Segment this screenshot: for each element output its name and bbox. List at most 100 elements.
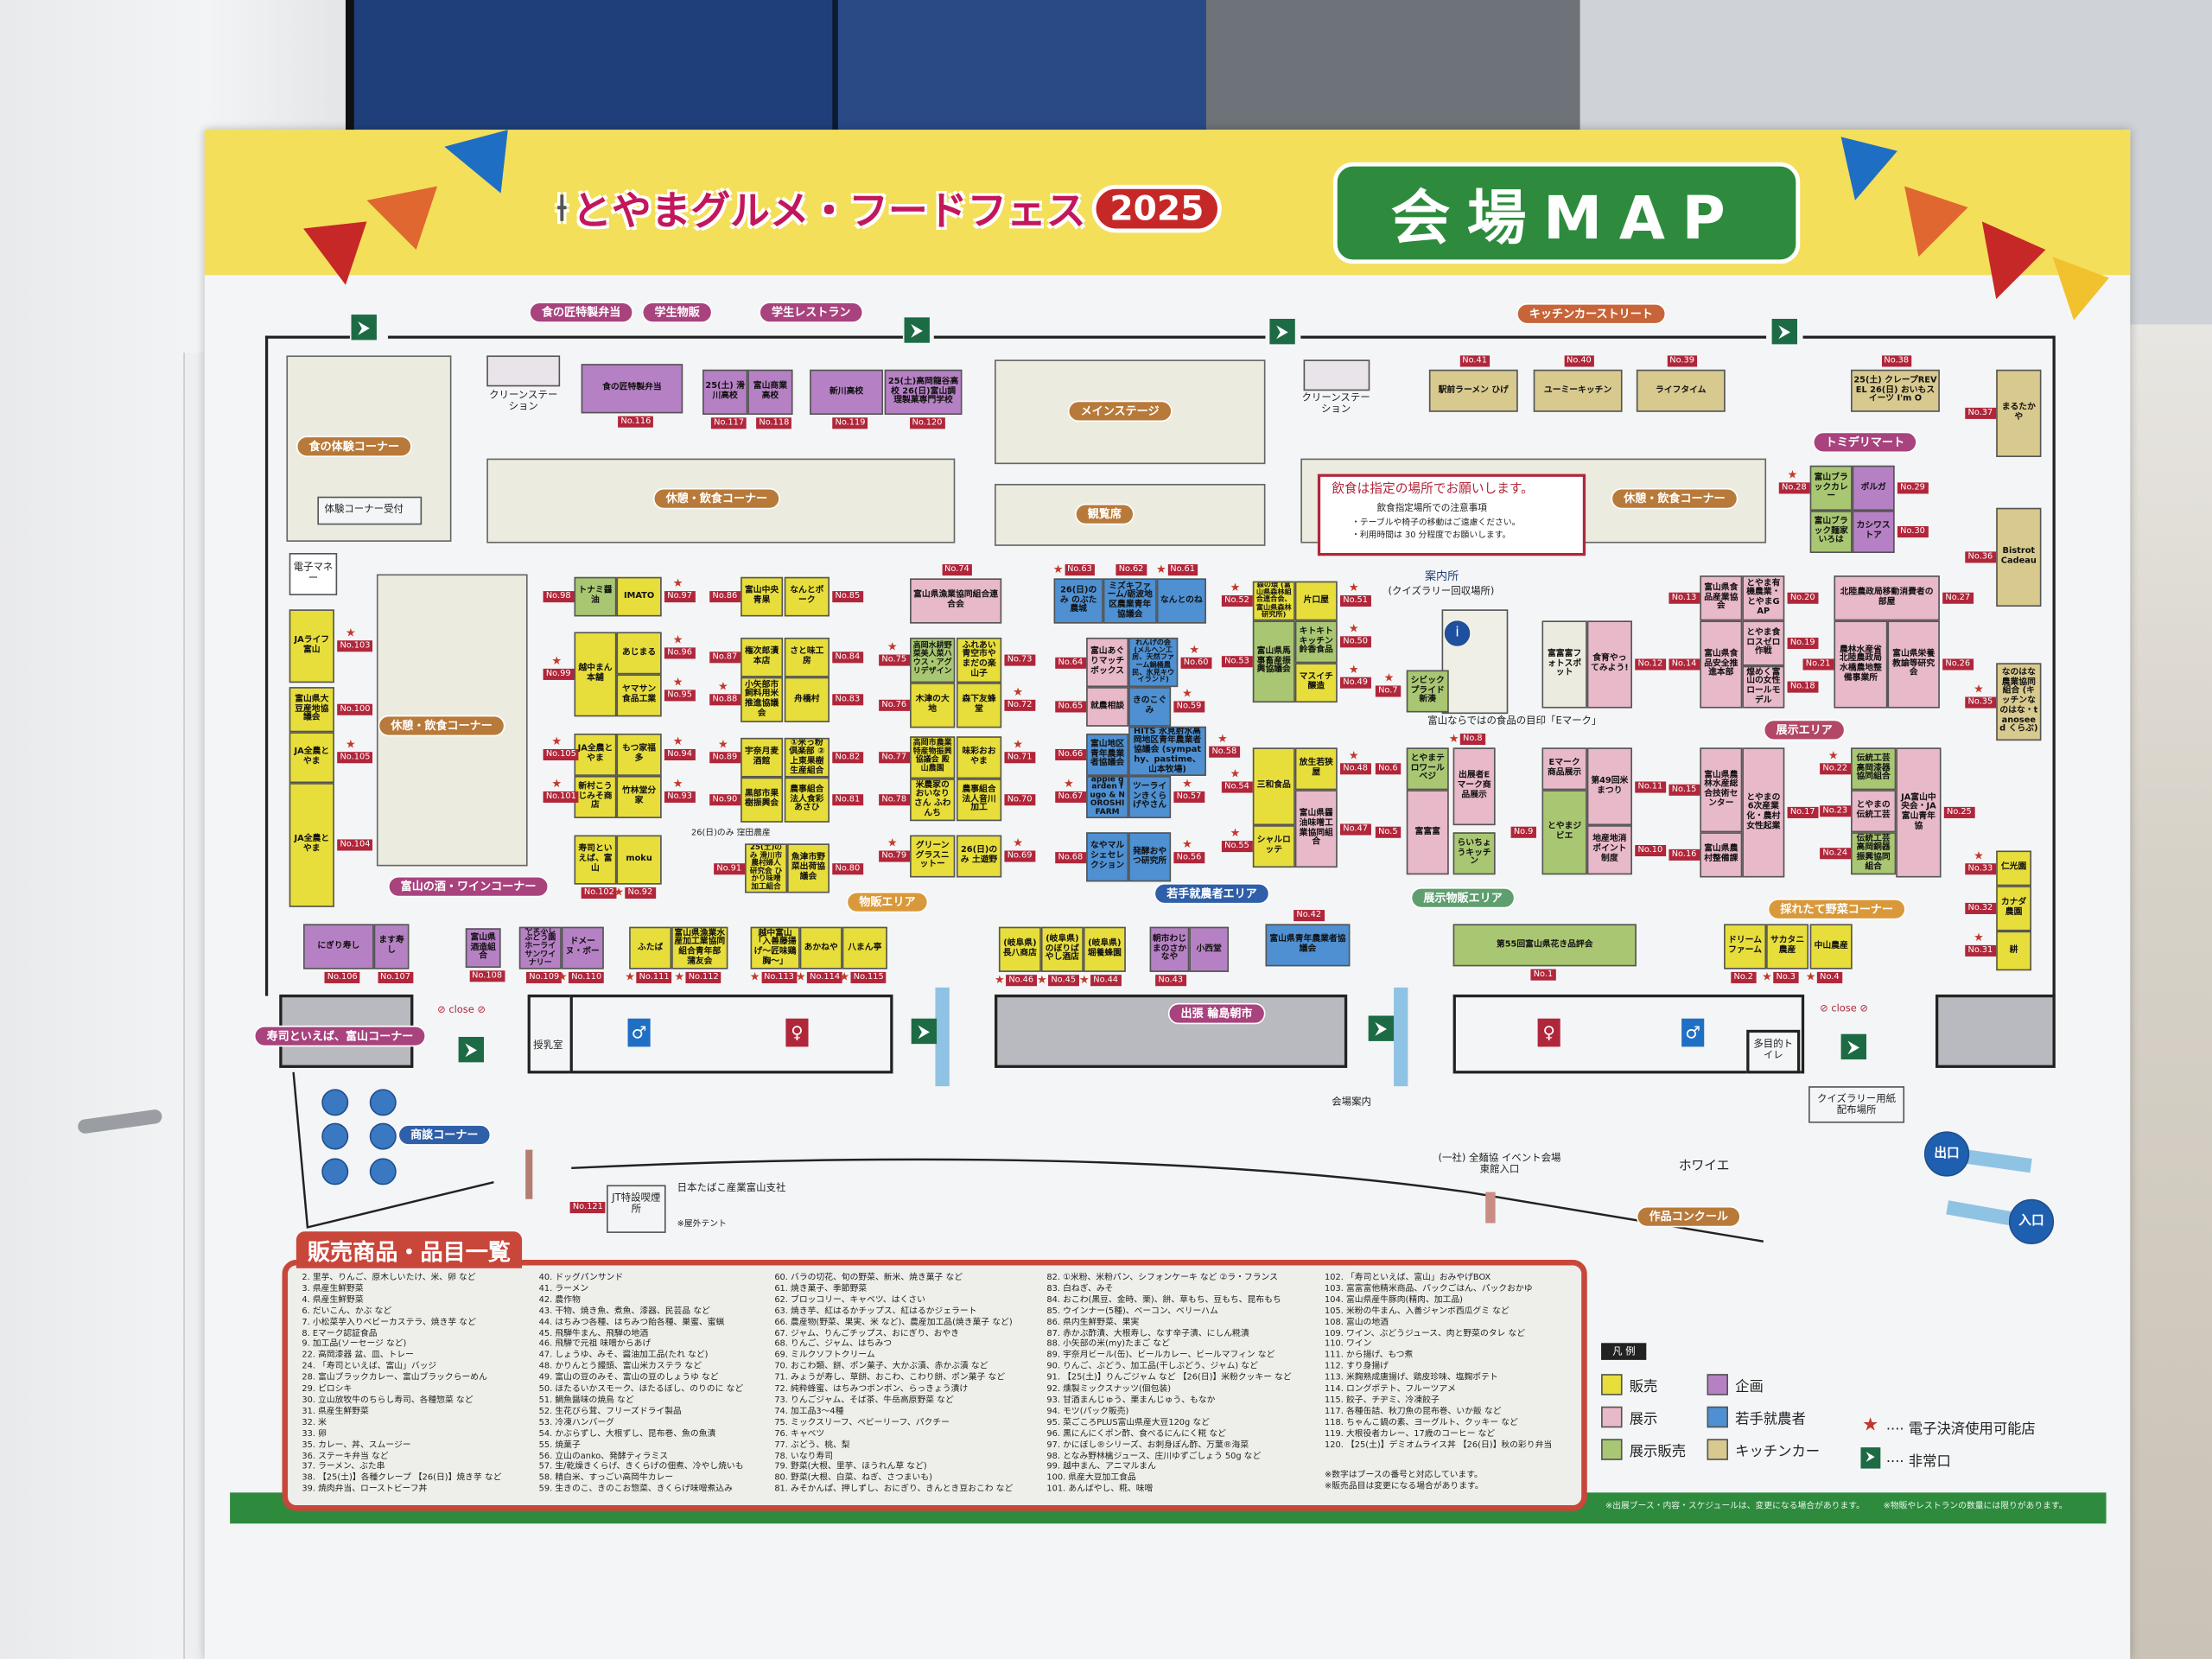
- booth[interactable]: 富山県栄養教諭等研究会: [1887, 620, 1940, 709]
- booth[interactable]: ライフタイム: [1636, 369, 1726, 412]
- booth[interactable]: 富山県農村整備課: [1700, 832, 1743, 878]
- booth[interactable]: 宇奈月麦酒館: [741, 737, 784, 778]
- booth[interactable]: JA全農とやま: [289, 783, 334, 907]
- booth[interactable]: 農事組合法人食彩あさひ: [784, 777, 830, 823]
- booth[interactable]: グリーングラスニットー: [910, 835, 956, 878]
- booth[interactable]: まるたかや: [1996, 369, 2042, 457]
- booth[interactable]: 米農家のおいなりさん ふわんち: [910, 779, 956, 822]
- booth[interactable]: JA富山中央会・JA富山青年協: [1896, 747, 1942, 878]
- booth[interactable]: 中山農産: [1809, 924, 1853, 969]
- booth[interactable]: 小西堂: [1189, 926, 1230, 972]
- booth[interactable]: 駅前ラーメン ひげ: [1428, 369, 1518, 412]
- booth[interactable]: らいちょうキッチン: [1452, 832, 1496, 875]
- booth[interactable]: (岐阜県) 堀養蜂園: [1083, 926, 1126, 972]
- booth[interactable]: 25(土) 滑川高校: [702, 369, 748, 415]
- booth[interactable]: 木津の大地: [910, 683, 956, 728]
- booth[interactable]: 高岡市農業特産物振興協議会 殿山農園: [910, 736, 956, 779]
- booth[interactable]: 第55回富山県花き品評会: [1452, 924, 1637, 967]
- booth[interactable]: ドリームファーム: [1724, 924, 1767, 969]
- booth[interactable]: 朝市わじまのさかなや: [1149, 926, 1190, 972]
- booth[interactable]: 富山ブラック麺家いろは: [1809, 511, 1853, 553]
- booth[interactable]: とやまの伝統工芸: [1851, 790, 1897, 833]
- booth[interactable]: 越中まん本舗: [574, 632, 617, 717]
- booth[interactable]: 権次郎漬本店: [741, 637, 784, 677]
- booth[interactable]: 富山県青年農業者協議会: [1265, 924, 1351, 967]
- booth[interactable]: 富山県醤油味噌工業協同組合: [1294, 790, 1338, 868]
- booth[interactable]: 黒部市果樹振興会: [741, 777, 784, 823]
- booth[interactable]: IMATO: [616, 576, 662, 617]
- booth[interactable]: 富富富: [1406, 790, 1449, 875]
- booth[interactable]: 富山県漁業水産加工業協同組合青年部 蒲友会: [671, 926, 728, 969]
- booth[interactable]: ヤマサン食品工業: [616, 674, 662, 717]
- booth[interactable]: 富山あぐりマッチボックス: [1086, 637, 1129, 688]
- booth[interactable]: 富富富フォトスポット: [1541, 620, 1587, 709]
- booth[interactable]: 片口屋: [1294, 581, 1338, 621]
- booth[interactable]: apple garden fugo & NOROSHI FARM: [1086, 775, 1129, 818]
- booth[interactable]: とやま食ロスゼロ作戦: [1742, 620, 1785, 666]
- booth[interactable]: とやまテロワールベジ: [1406, 747, 1449, 791]
- booth[interactable]: 25(土)のみ 滑川市農村婦人研究会 ひかり味噌加工組合: [745, 843, 788, 893]
- booth[interactable]: 三和食品: [1252, 747, 1295, 826]
- booth[interactable]: 竹林堂分家: [616, 775, 662, 818]
- booth[interactable]: ミズキファーム/砺波地区農業青年協議会: [1103, 578, 1157, 624]
- booth[interactable]: カシワストア: [1852, 511, 1895, 553]
- booth[interactable]: 八まん亭: [842, 926, 887, 969]
- booth[interactable]: あかねや: [799, 926, 842, 969]
- booth[interactable]: 煌めく富山の女性ロールモデル: [1742, 665, 1785, 709]
- booth[interactable]: キトキトキッチン鈴香食品: [1294, 620, 1338, 664]
- booth[interactable]: やまふじぶどう園ホーライサンワイナリー: [518, 926, 562, 969]
- booth[interactable]: 農林水産省北陸農政局水橋農地整備事業所: [1834, 620, 1888, 709]
- booth[interactable]: (岐阜県) 長八商店: [998, 926, 1041, 972]
- booth[interactable]: JA全農とやま: [574, 733, 617, 776]
- booth[interactable]: 富山県食品産業協会: [1700, 575, 1743, 621]
- booth[interactable]: ポルガ: [1852, 465, 1895, 512]
- booth[interactable]: moku: [616, 835, 662, 885]
- booth[interactable]: 富山商業高校: [747, 369, 793, 415]
- booth[interactable]: 富山県漁業協同組合連合会: [910, 578, 1002, 624]
- booth[interactable]: 富山県酒造組合: [465, 928, 501, 968]
- booth[interactable]: なやマルシェセレクション: [1086, 832, 1129, 882]
- booth[interactable]: (岐阜県) のぼりばやし酒店: [1040, 926, 1084, 972]
- booth[interactable]: 出展者Eマーク商品展示: [1452, 747, 1496, 826]
- booth[interactable]: 富山中央青果: [741, 576, 784, 617]
- booth[interactable]: サカタニ農産: [1766, 924, 1809, 969]
- booth[interactable]: Eマーク商品展示: [1541, 747, 1587, 791]
- booth[interactable]: ます寿し: [373, 924, 410, 969]
- booth[interactable]: 食育やってみよう!: [1586, 620, 1632, 709]
- booth[interactable]: ユーミーキッチン: [1533, 369, 1623, 412]
- booth[interactable]: さと味工房: [784, 637, 830, 677]
- booth[interactable]: ふれあい青空市やまだの楽山子: [956, 637, 1002, 683]
- booth[interactable]: 地産地消ポイント制度: [1586, 825, 1632, 875]
- booth[interactable]: 小矢部市飼料用米推進協議会: [741, 677, 784, 722]
- booth[interactable]: 高岡水耕野菜美人菜ハウス・アグリデザイン: [910, 637, 956, 683]
- booth[interactable]: 耕: [1996, 931, 2032, 971]
- booth[interactable]: 味彩おおやま: [956, 736, 1002, 779]
- booth[interactable]: JA全農とやま: [289, 732, 334, 784]
- booth[interactable]: ツーラインきくらげやさん: [1128, 775, 1172, 818]
- booth[interactable]: もつ家福多: [616, 733, 662, 776]
- booth[interactable]: 森の環 (富山県森林組合連合会、富山県森林研究所): [1252, 581, 1295, 621]
- booth[interactable]: とやまの6次産業化・農村女性起業: [1742, 747, 1785, 878]
- booth[interactable]: なんとポーク: [784, 576, 830, 617]
- booth[interactable]: とやま有機農業・とやまGAP: [1742, 575, 1785, 621]
- booth[interactable]: とやまジビエ: [1541, 790, 1587, 875]
- booth[interactable]: 第49回米まつり: [1586, 747, 1632, 826]
- booth[interactable]: 富山県馬事畜産振興協議会: [1252, 620, 1295, 703]
- booth[interactable]: 富山地区青年農業者協議会: [1086, 733, 1129, 776]
- booth[interactable]: 25(土) クレープREVEL 26(日) おいもスイーツ I'm O: [1851, 369, 1940, 412]
- booth[interactable]: 北陸農政局移動消費者の部屋: [1834, 575, 1940, 621]
- booth[interactable]: 発酵おやつ研究所: [1128, 832, 1172, 882]
- booth[interactable]: あじまる: [616, 632, 662, 675]
- booth[interactable]: なのはな農業協同組合 (キッチンなのはな・tanoseed くらぶ): [1996, 663, 2042, 741]
- booth[interactable]: 舟橋村: [784, 677, 830, 722]
- booth[interactable]: れんげの会 (メルヘン工房、天然ファーム鍋桶農民、氷見キウイランド): [1128, 637, 1179, 688]
- booth[interactable]: 伝統工芸高岡漆器協同組合: [1851, 747, 1897, 791]
- booth[interactable]: JAライフ富山: [289, 609, 334, 683]
- booth[interactable]: きのこぐみ: [1128, 687, 1172, 727]
- booth[interactable]: 食の匠特製弁当: [581, 364, 683, 414]
- booth[interactable]: 寿司といえば、富山: [574, 835, 617, 885]
- booth[interactable]: シビックプライド新湊: [1406, 670, 1449, 713]
- booth[interactable]: カナダ農園: [1996, 886, 2032, 931]
- booth[interactable]: 仁光園: [1996, 850, 2032, 887]
- booth[interactable]: 伝統工芸高岡銅器振興協同組合: [1851, 832, 1897, 875]
